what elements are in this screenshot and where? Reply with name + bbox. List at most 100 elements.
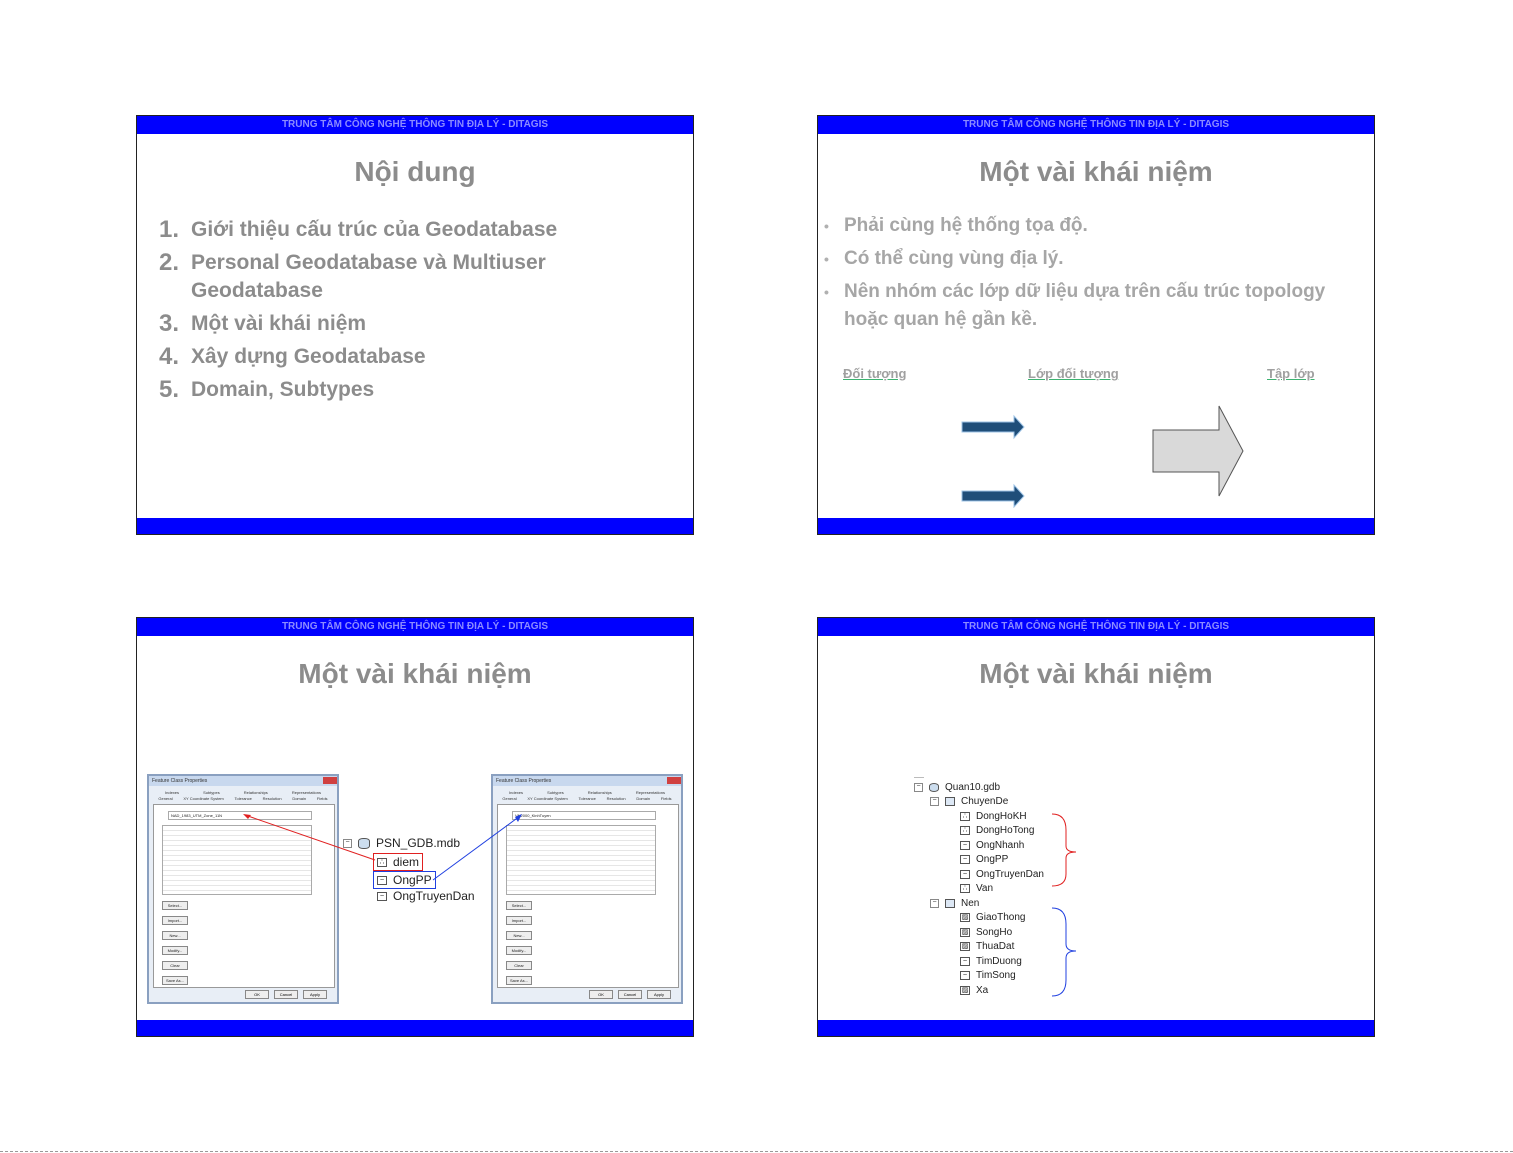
list-item: 5.Domain, Subtypes [159, 376, 375, 403]
tree-item[interactable]: ~ OngTruyenDan [377, 889, 475, 903]
tree-item[interactable]: ~ OngPP [373, 871, 436, 889]
tree-item[interactable]: ▨ThuaDat [960, 941, 1015, 952]
dialog-title: Feature Class Properties [493, 776, 681, 786]
list-item: •Có thể cùng vùng địa lý. [824, 248, 1064, 269]
save-as-button[interactable]: Save As... [162, 976, 188, 985]
tab-tolerance[interactable]: Tolerance [578, 796, 596, 801]
button-column: Select... Import... New... Modify... Cle… [162, 901, 188, 985]
tab-general[interactable]: General [502, 796, 517, 801]
tree-dataset[interactable]: − Nen [930, 898, 979, 909]
tab-xy[interactable]: XY Coordinate System [183, 796, 224, 801]
button-column: Select... Import... New... Modify... Cle… [506, 901, 532, 985]
name-field[interactable]: VN2000_KinhTuyen [512, 811, 656, 820]
cancel-button[interactable]: Cancel [618, 990, 642, 999]
tab-subtypes[interactable]: Subtypes [203, 790, 220, 795]
connector-arrows-icon [243, 814, 522, 881]
line-feature-icon: ~ [960, 957, 970, 966]
ok-button[interactable]: OK [245, 990, 269, 999]
slide-4: TRUNG TÂM CÔNG NGHỆ THÔNG TIN ĐỊA LÝ - D… [817, 617, 1375, 1037]
collapse-icon[interactable]: − [343, 838, 352, 848]
collapse-icon[interactable]: − [914, 783, 923, 792]
details-box [162, 825, 312, 895]
slide-footer [818, 518, 1374, 534]
dialog-panel: NAD_1983_UTM_Zone_11N Select... Import..… [153, 804, 335, 988]
line-feature-icon: ~ [960, 855, 970, 864]
slide-header: TRUNG TÂM CÔNG NGHỆ THÔNG TIN ĐỊA LÝ - D… [818, 618, 1374, 636]
list-item: 4.Xây dựng Geodatabase [159, 343, 426, 370]
tree-item[interactable]: ~TimDuong [960, 956, 1022, 967]
import-button[interactable]: Import... [506, 916, 532, 925]
polygon-feature-icon: ▨ [960, 928, 970, 937]
cancel-button[interactable]: Cancel [274, 990, 298, 999]
tree-dataset[interactable]: − ChuyenDe [930, 796, 1008, 807]
slide-header: TRUNG TÂM CÔNG NGHỆ THÔNG TIN ĐỊA LÝ - D… [137, 618, 693, 636]
slide-3: TRUNG TÂM CÔNG NGHỆ THÔNG TIN ĐỊA LÝ - D… [136, 617, 694, 1037]
tab-fields[interactable]: Fields [660, 796, 672, 801]
tree-item[interactable]: ▨GiaoThong [960, 912, 1026, 923]
modify-button[interactable]: Modify... [506, 946, 532, 955]
tree-item[interactable]: ~TimSong [960, 970, 1016, 981]
tab-fields[interactable]: Fields [316, 796, 328, 801]
arrows-icon [961, 414, 1025, 508]
save-as-button[interactable]: Save As... [506, 976, 532, 985]
clear-button[interactable]: Clear [506, 961, 532, 970]
select-button[interactable]: Select... [506, 901, 532, 910]
tab-row: General XY Coordinate System Tolerance R… [497, 796, 677, 801]
divider [914, 777, 924, 778]
tree-root[interactable]: − PSN_GDB.mdb [343, 836, 460, 850]
tab-domain[interactable]: Domain [292, 796, 307, 801]
modify-button[interactable]: Modify... [162, 946, 188, 955]
content-list: 1.Giới thiệu cấu trúc của Geodatabase 2.… [159, 216, 611, 409]
tab-resolution[interactable]: Resolution [606, 796, 626, 801]
collapse-icon[interactable]: − [930, 797, 939, 806]
tab-indexes[interactable]: Indexes [165, 790, 180, 795]
tab-subtypes[interactable]: Subtypes [547, 790, 564, 795]
tree-item[interactable]: ~OngPP [960, 854, 1008, 865]
tab-indexes[interactable]: Indexes [509, 790, 524, 795]
slide-1: TRUNG TÂM CÔNG NGHỆ THÔNG TIN ĐỊA LÝ - D… [136, 115, 694, 535]
tab-xy[interactable]: XY Coordinate System [527, 796, 568, 801]
tab-general[interactable]: General [158, 796, 173, 801]
tab-tolerance[interactable]: Tolerance [234, 796, 252, 801]
point-feature-icon: ∴ [377, 857, 387, 867]
close-icon[interactable] [667, 777, 681, 784]
tree-item[interactable]: ∴DongHoKH [960, 811, 1027, 822]
tab-resolution[interactable]: Resolution [262, 796, 282, 801]
tab-domain[interactable]: Domain [636, 796, 651, 801]
tab-representations[interactable]: Representations [291, 790, 321, 795]
line-feature-icon: ~ [377, 875, 387, 885]
tree-item[interactable]: ∴ diem [373, 853, 424, 871]
tree-item[interactable]: ∴Van [960, 883, 993, 894]
select-button[interactable]: Select... [162, 901, 188, 910]
tree-item[interactable]: ▨SongHo [960, 927, 1013, 938]
link-dataset[interactable]: Tập lớp [1267, 366, 1315, 381]
tree-item[interactable]: ~OngTruyenDan [960, 869, 1044, 880]
slide-title: Một vài khái niệm [979, 658, 1213, 689]
tab-relationships[interactable]: Relationships [587, 790, 612, 795]
apply-button[interactable]: Apply [303, 990, 327, 999]
feature-class-properties-dialog: Feature Class Properties Indexes Subtype… [491, 774, 683, 1004]
new-button[interactable]: New... [506, 931, 532, 940]
page-divider [0, 1151, 1513, 1152]
tree-item[interactable]: ∴DongHoTong [960, 825, 1034, 836]
new-button[interactable]: New... [162, 931, 188, 940]
name-field[interactable]: NAD_1983_UTM_Zone_11N [168, 811, 312, 820]
link-feature-class[interactable]: Lớp đối tượng [1028, 366, 1119, 381]
tree-root[interactable]: − Quan10.gdb [914, 782, 1000, 793]
point-feature-icon: ∴ [960, 812, 970, 821]
ok-button[interactable]: OK [589, 990, 613, 999]
tab-representations[interactable]: Representations [635, 790, 665, 795]
tree-item[interactable]: ~OngNhanh [960, 840, 1024, 851]
tree-item[interactable]: ▨Xa [960, 985, 989, 996]
link-object[interactable]: Đối tượng [843, 366, 907, 381]
collapse-icon[interactable]: − [930, 899, 939, 908]
import-button[interactable]: Import... [162, 916, 188, 925]
apply-button[interactable]: Apply [647, 990, 671, 999]
big-arrow-icon [1152, 405, 1244, 497]
slide-header: TRUNG TÂM CÔNG NGHỆ THÔNG TIN ĐỊA LÝ - D… [818, 116, 1374, 134]
polygon-feature-icon: ▨ [960, 986, 970, 995]
tab-relationships[interactable]: Relationships [243, 790, 268, 795]
close-icon[interactable] [323, 777, 337, 784]
dialog-footer: OK Cancel Apply [589, 990, 671, 999]
clear-button[interactable]: Clear [162, 961, 188, 970]
